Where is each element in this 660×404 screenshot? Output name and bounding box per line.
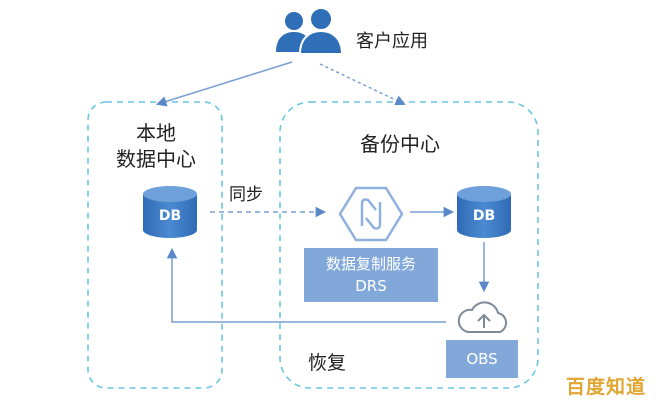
- backup-center-boundary: [279, 101, 539, 389]
- drs-abbr: DRS: [355, 277, 387, 295]
- restore-arrow: [166, 247, 446, 323]
- watermark-logo: 百度知道: [566, 376, 647, 398]
- local-datacenter-title: 本地 数据中心: [104, 120, 208, 172]
- local-title-line1: 本地: [136, 121, 176, 145]
- drs-service-box: 数据复制服务 DRS: [304, 248, 438, 302]
- drs-name: 数据复制服务: [325, 255, 416, 273]
- sync-label: 同步: [229, 185, 263, 205]
- restore-label: 恢复: [308, 352, 347, 374]
- backup-center-title: 备份中心: [360, 132, 440, 156]
- backup-db-label: DB: [472, 208, 496, 224]
- local-db-cylinder: [143, 186, 197, 238]
- users-icon: [276, 7, 344, 55]
- client-to-backup-arrow: [319, 63, 406, 106]
- local-datacenter-boundary: [87, 101, 223, 389]
- client-app-label: 客户应用: [356, 31, 428, 52]
- local-db-label: DB: [158, 208, 182, 224]
- sync-arrows-icon: [338, 186, 404, 242]
- local-title-line2: 数据中心: [116, 147, 196, 171]
- cloud-upload-icon: [457, 301, 508, 333]
- client-to-local-arrow: [155, 61, 293, 107]
- backup-db-cylinder: [457, 186, 511, 238]
- obs-box: OBS: [446, 340, 518, 378]
